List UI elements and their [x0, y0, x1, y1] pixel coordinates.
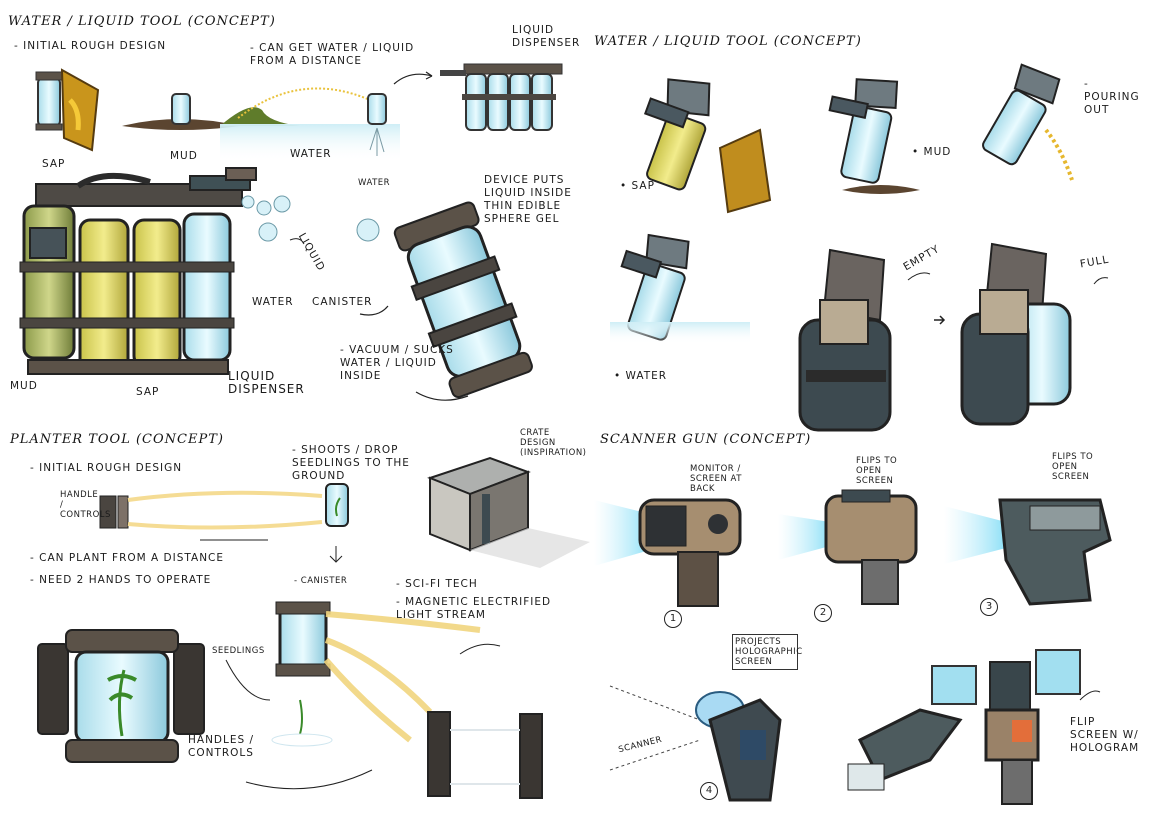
label-sap-big: Sap	[136, 386, 160, 398]
note-scifi-tech: - Sci-fi tech	[396, 578, 478, 590]
scanner-gun-drawings	[594, 489, 1112, 805]
scanner-gun-title: Scanner Gun (Concept)	[600, 432, 812, 447]
step-number-1: 1	[664, 610, 682, 628]
note-projects-hologram: Projects holographic screen	[732, 634, 802, 670]
label-handles-controls: Handles / controls	[188, 734, 255, 759]
planter-tool-title: Planter Tool (Concept)	[10, 432, 224, 447]
note-device-sphere-gel: Device puts liquid inside thin edible sp…	[484, 174, 572, 225]
note-vacuum: - Vacuum / sucks water / liquid inside	[340, 344, 454, 382]
step-number-2: 2	[814, 604, 832, 622]
label-liquid-dispenser-big: Liquid Dispenser	[228, 369, 305, 396]
planter-hands-note: - Need 2 hands to operate	[30, 574, 212, 586]
label-sap-small: Sap	[42, 158, 66, 170]
step-number-3: 3	[980, 598, 998, 616]
label-canister: Canister	[312, 296, 373, 308]
note-flip-screen-hologram: Flip screen w/ hologram	[1070, 716, 1140, 754]
label-seedlings: Seedlings	[212, 646, 265, 656]
label-mud-big: Mud	[10, 380, 38, 392]
label-mud-right: • Mud	[912, 146, 952, 158]
water-tool-rough-sketches	[35, 63, 563, 162]
liquid-dispenser-drawing	[19, 167, 380, 375]
note-monitor-screen: Monitor / screen at back	[690, 464, 742, 494]
label-water-big: Water	[252, 296, 294, 308]
water-tool-title-left: Water / Liquid Tool (Concept)	[8, 14, 276, 29]
water-tool-title-right: Water / Liquid Tool (Concept)	[594, 34, 862, 49]
label-water-tiny: Water	[358, 178, 391, 188]
note-flips-open-1: Flips to open screen	[856, 456, 898, 486]
planter-distance-note: - Can plant from a distance	[30, 552, 225, 564]
water-tool-distance-note: - Can get water / liquid from a distance	[250, 42, 415, 67]
label-water-small: Water	[290, 148, 332, 160]
water-tool-subtitle: - Initial Rough Design	[14, 40, 167, 52]
water-tool-sequence	[610, 63, 1109, 432]
canister-drawing	[393, 201, 533, 399]
label-water-right: • Water	[614, 370, 668, 382]
note-flips-open-2: Flips to open screen	[1052, 452, 1094, 482]
label-canister-planter: - Canister	[294, 576, 348, 586]
label-liquid-dispenser-top: Liquid Dispenser	[512, 24, 581, 49]
step-number-4: 4	[700, 782, 718, 800]
label-pouring-out: - Pouring out	[1084, 78, 1140, 116]
label-sap-right: • Sap	[620, 180, 655, 192]
planter-shoots-note: - Shoots / drop seedlings to the ground	[292, 444, 410, 482]
planter-initial-note: - Initial Rough Design	[30, 462, 183, 474]
planter-tool-drawings	[37, 456, 590, 799]
label-handle-controls: Handle / controls	[60, 490, 111, 520]
note-magnetic-stream: - Magnetic electrified light stream	[396, 596, 552, 621]
label-mud-small: Mud	[170, 150, 198, 162]
crate-inspiration-note: Crate design (inspiration)	[520, 428, 587, 458]
